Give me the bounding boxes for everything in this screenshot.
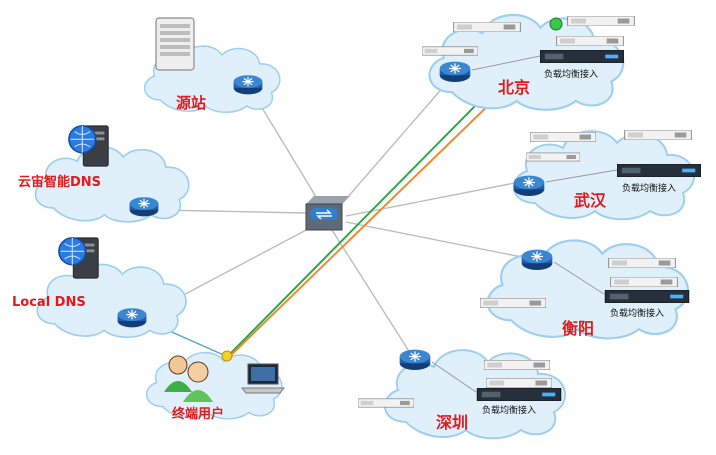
server-tower-icon xyxy=(155,17,195,71)
smart-dns-site: 云宙智能DNS xyxy=(18,125,190,223)
rack-server-icon xyxy=(486,378,552,388)
green-node-icon xyxy=(549,17,563,31)
rack-server-icon xyxy=(453,22,521,32)
central-switch-icon xyxy=(305,196,350,231)
rack-server-icon xyxy=(624,130,692,140)
rack-server-icon xyxy=(530,132,596,142)
load-balancer-icon xyxy=(617,164,701,177)
smart-dns-label: 云宙智能DNS xyxy=(18,174,101,190)
shenzhen-label: 深圳 xyxy=(436,413,468,432)
dns-globe-server-icon xyxy=(58,237,99,279)
hengyang-label: 衡阳 xyxy=(562,319,594,338)
link-switch-hengyang xyxy=(345,221,538,261)
beijing-site: 北京 负载均衡接入 xyxy=(422,13,635,111)
router-icon xyxy=(439,61,471,83)
beijing-lb-label: 负载均衡接入 xyxy=(544,68,598,80)
shenzhen-site: 深圳 负载均衡接入 xyxy=(358,348,567,440)
origin-site: 源站 xyxy=(143,17,281,114)
rack-server-icon xyxy=(610,277,678,287)
rack-server-icon xyxy=(484,360,550,370)
wuhan-label: 武汉 xyxy=(574,191,607,210)
link-switch-wuhan xyxy=(345,179,531,217)
local-dns-site: Local DNS xyxy=(12,237,187,339)
link-switch-shenzhen xyxy=(331,229,413,357)
end-user-label: 终端用户 xyxy=(172,406,224,422)
local-dns-label: Local DNS xyxy=(12,295,86,310)
hengyang-site: 衡阳 负载均衡接入 xyxy=(480,239,690,340)
rack-server-icon xyxy=(480,298,546,308)
wuhan-lb-label: 负载均衡接入 xyxy=(622,182,676,194)
shenzhen-lb-label: 负载均衡接入 xyxy=(482,404,536,416)
router-icon xyxy=(521,248,553,271)
rack-server-icon xyxy=(567,16,635,26)
end-user-site: 终端用户 xyxy=(145,350,286,422)
router-icon xyxy=(399,348,431,371)
wuhan-site: 武汉 负载均衡接入 xyxy=(512,129,701,221)
load-balancer-icon xyxy=(540,50,624,63)
router-icon xyxy=(513,174,545,197)
rack-server-icon xyxy=(526,152,580,162)
yellow-node-icon xyxy=(221,350,233,362)
load-balancer-icon xyxy=(604,290,690,303)
router-icon xyxy=(116,307,147,328)
rack-server-icon xyxy=(422,46,478,56)
users-icon xyxy=(164,355,213,402)
link-smartdns-switch xyxy=(159,209,307,214)
origin-label: 源站 xyxy=(176,94,206,112)
rack-server-icon xyxy=(556,36,624,46)
router-icon xyxy=(233,74,263,96)
beijing-label: 北京 xyxy=(498,78,530,97)
rack-server-icon xyxy=(358,398,414,408)
router-icon xyxy=(129,196,159,217)
rack-server-icon xyxy=(608,258,676,268)
load-balancer-icon xyxy=(476,388,562,401)
link-switch-beijing xyxy=(339,69,459,207)
laptop-icon xyxy=(240,363,286,394)
hengyang-lb-label: 负载均衡接入 xyxy=(610,307,664,319)
